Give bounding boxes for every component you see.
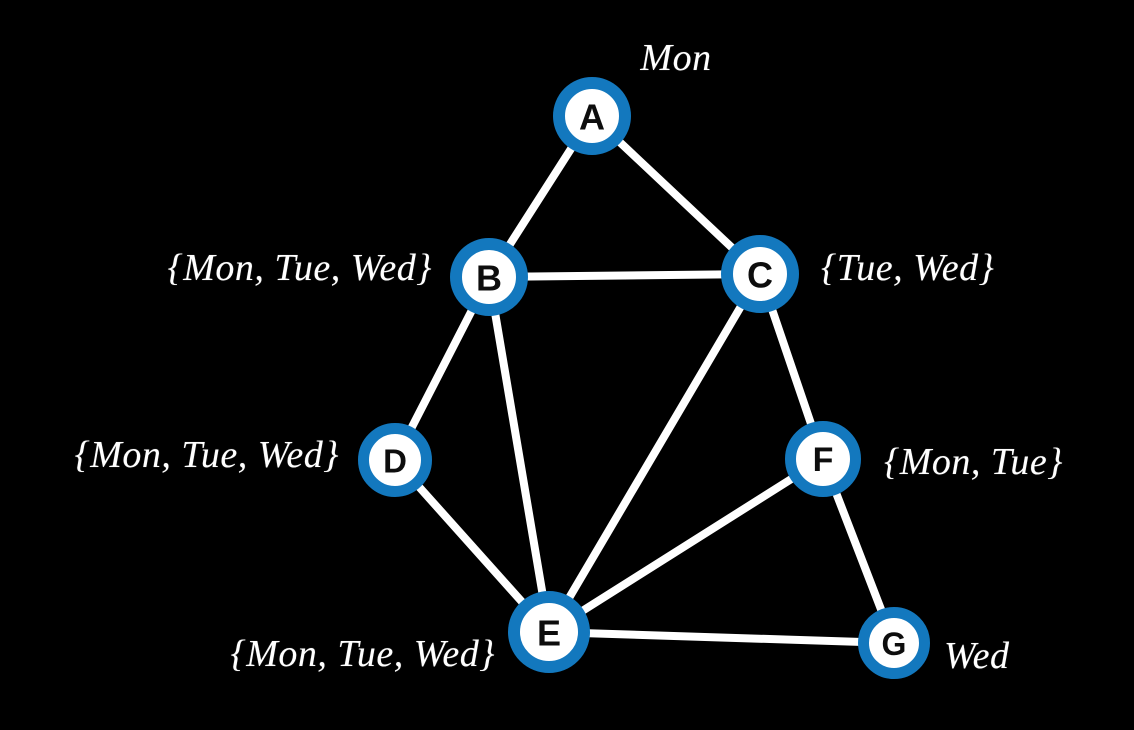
node-label-d: D xyxy=(383,443,407,480)
edges-layer xyxy=(391,112,898,647)
node-circle-c xyxy=(721,235,799,313)
domain-label-e: {Mon, Tue, Wed} xyxy=(230,633,495,675)
graph-node-e[interactable]: E xyxy=(508,591,590,673)
graph-edge-b-c xyxy=(485,270,764,281)
node-circle-b xyxy=(450,238,528,316)
graph-edge-c-e xyxy=(545,270,764,636)
node-circle-a xyxy=(553,77,631,155)
graph-node-c[interactable]: C xyxy=(721,235,799,313)
domain-label-b: {Mon, Tue, Wed} xyxy=(167,247,432,289)
graph-node-b[interactable]: B xyxy=(450,238,528,316)
graph-node-a[interactable]: A xyxy=(553,77,631,155)
node-circle-d xyxy=(358,423,432,497)
graph-node-d[interactable]: D xyxy=(358,423,432,497)
node-circle-e xyxy=(508,591,590,673)
graph-edge-e-f xyxy=(545,455,827,636)
node-circle-f xyxy=(785,421,861,497)
node-label-b: B xyxy=(476,258,502,299)
domain-label-d: {Mon, Tue, Wed} xyxy=(74,434,339,476)
domain-label-c: {Tue, Wed} xyxy=(821,247,995,289)
nodes-layer: A B C D E F G xyxy=(358,77,930,679)
domain-label-g: Wed xyxy=(944,635,1010,677)
graph-edge-e-g xyxy=(545,628,898,647)
node-label-e: E xyxy=(537,613,561,654)
node-label-g: G xyxy=(882,626,907,662)
domain-label-f: {Mon, Tue} xyxy=(884,441,1063,483)
graph-node-g[interactable]: G xyxy=(858,607,930,679)
graph-node-f[interactable]: F xyxy=(785,421,861,497)
node-label-f: F xyxy=(813,441,834,479)
node-circle-g xyxy=(858,607,930,679)
node-label-c: C xyxy=(747,255,773,296)
node-label-a: A xyxy=(579,97,605,138)
domain-label-a: Mon xyxy=(640,37,712,79)
graph-edge-b-e xyxy=(485,273,553,636)
